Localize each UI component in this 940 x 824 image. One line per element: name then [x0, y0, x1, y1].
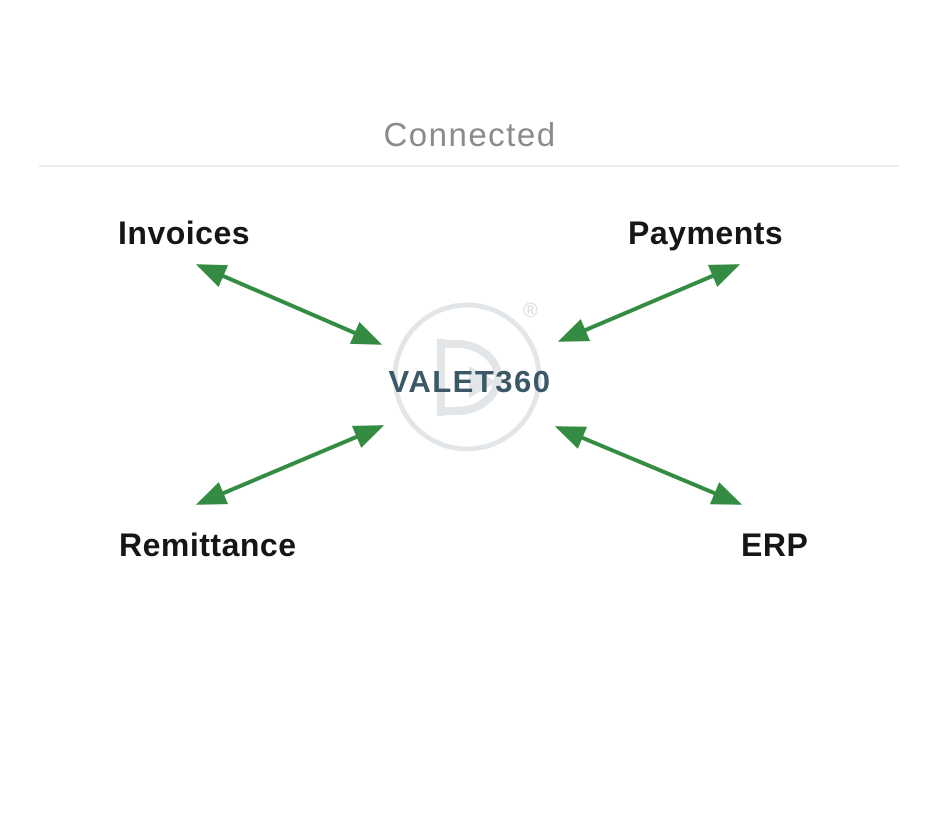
logo-play-triangle-icon [469, 366, 497, 398]
title-divider [39, 165, 899, 167]
logo-circle [392, 302, 542, 452]
registered-trademark-icon: ® [523, 300, 538, 322]
logo-d-bowl [441, 340, 502, 415]
node-label-erp: ERP [741, 527, 809, 563]
node-label-invoices: Invoices [118, 215, 251, 251]
watermark-logo [392, 302, 542, 452]
node-label-payments: Payments [628, 215, 784, 251]
center-product-name: VALET360 [388, 364, 552, 399]
diagram-title: Connected [383, 116, 557, 153]
arrow-payments-center [557, 264, 741, 342]
arrow-remittance-center [195, 425, 385, 505]
node-label-remittance: Remittance [119, 527, 297, 563]
arrow-erp-center [554, 426, 743, 505]
arrow-invoices-center [195, 264, 383, 345]
